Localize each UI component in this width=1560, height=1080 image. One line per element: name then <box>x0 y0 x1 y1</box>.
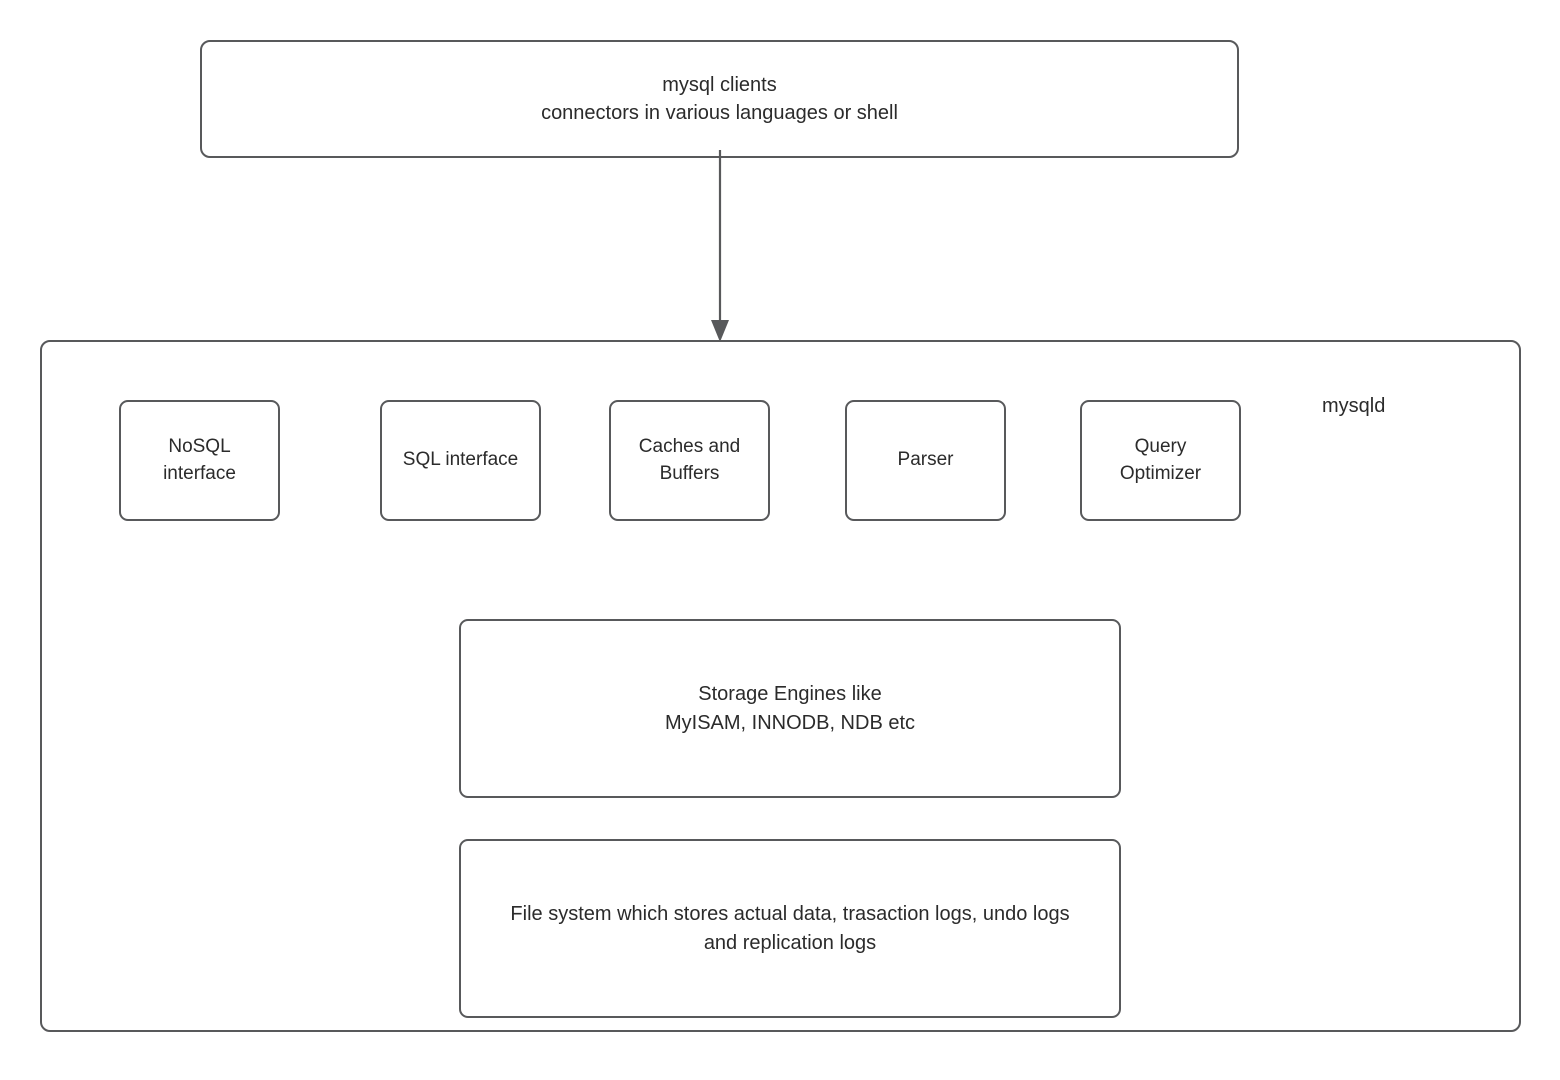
file-system-label: File system which stores actual data, tr… <box>510 903 1070 954</box>
component-label-nosql-interface: NoSQL interface <box>163 435 236 484</box>
component-box-sql-interface[interactable]: SQL interface <box>380 400 541 521</box>
storage-engines-box[interactable]: Storage Engines like MyISAM, INNODB, NDB… <box>459 619 1121 798</box>
component-box-query-optimizer[interactable]: Query Optimizer <box>1080 400 1241 521</box>
component-label-query-optimizer: Query Optimizer <box>1119 435 1202 484</box>
mysql-clients-label: mysql clients connectors in various lang… <box>541 73 898 124</box>
storage-engines-label: Storage Engines like MyISAM, INNODB, NDB… <box>664 683 916 734</box>
clients-to-mysqld-arrow <box>711 150 729 342</box>
component-box-caches-and-buffers[interactable]: Caches and Buffers <box>609 400 770 521</box>
component-label-parser: Parser <box>897 449 954 471</box>
file-system-box[interactable]: File system which stores actual data, tr… <box>459 839 1121 1018</box>
component-box-parser[interactable]: Parser <box>845 400 1006 521</box>
component-box-nosql-interface[interactable]: NoSQL interface <box>119 400 280 521</box>
component-label-caches-and-buffers: Caches and Buffers <box>638 435 741 484</box>
mysql-clients-box[interactable]: mysql clients connectors in various lang… <box>200 40 1239 158</box>
component-label-sql-interface: SQL interface <box>402 449 519 471</box>
mysqld-label: mysqld <box>1322 395 1386 417</box>
